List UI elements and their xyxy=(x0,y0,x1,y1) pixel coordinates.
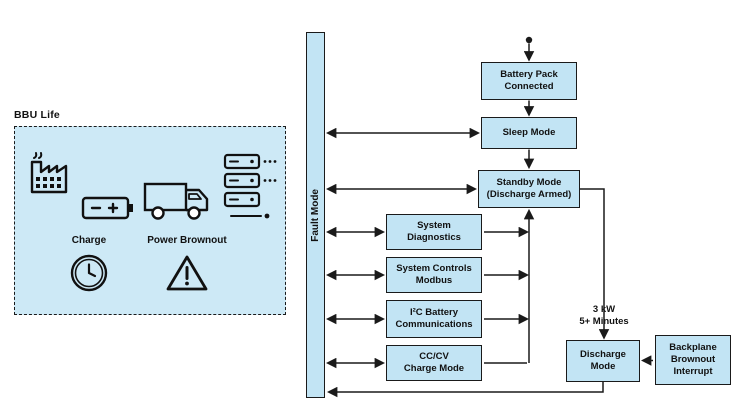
battery-icon xyxy=(81,196,133,220)
truck-icon xyxy=(143,182,209,220)
server-rack-icon xyxy=(223,153,277,219)
node-system-controls-modbus: System Controls Modbus xyxy=(386,257,482,293)
node-backplane-brownout-interrupt: Backplane Brownout Interrupt xyxy=(655,335,731,385)
power-brownout-label: Power Brownout xyxy=(147,235,227,246)
bbu-life-panel: Charge Power Brownout xyxy=(14,126,286,315)
arrow-discharge-to-fault xyxy=(326,382,604,398)
fault-mode-label: Fault Mode xyxy=(310,188,321,242)
warning-triangle-icon xyxy=(166,255,208,291)
charge-label: Charge xyxy=(71,235,107,246)
node-battery-pack-connected: Battery Pack Connected xyxy=(481,62,577,100)
discharge-rating-label: 3 kW 5+ Minutes xyxy=(579,304,629,328)
clock-icon xyxy=(70,254,108,292)
start-dot xyxy=(525,36,533,44)
node-cccv-charge-mode: CC/CV Charge Mode xyxy=(386,345,482,381)
node-i2c-battery-communications: I²C Battery Communications xyxy=(386,300,482,338)
bbu-life-title: BBU Life xyxy=(14,109,60,121)
node-standby-mode: Standby Mode (Discharge Armed) xyxy=(478,170,580,208)
node-system-diagnostics: System Diagnostics xyxy=(386,214,482,250)
node-sleep-mode: Sleep Mode xyxy=(481,117,577,149)
fault-mode-bar: Fault Mode xyxy=(306,32,325,398)
node-discharge-mode: Discharge Mode xyxy=(566,340,640,382)
factory-icon xyxy=(30,152,68,194)
